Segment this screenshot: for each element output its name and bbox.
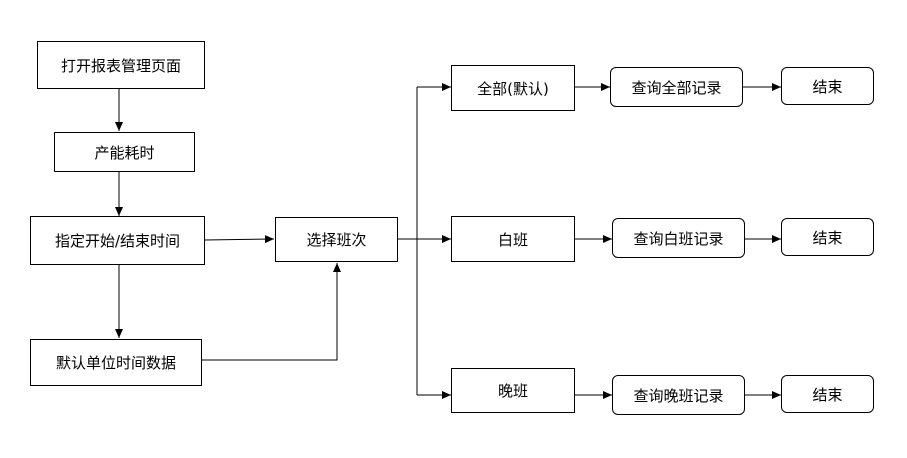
node-capacity-time: 产能耗时 [54, 132, 195, 172]
node-day-shift: 白班 [451, 216, 575, 262]
node-end-all: 结束 [781, 67, 874, 105]
node-default-unit-data: 默认单位时间数据 [30, 339, 202, 386]
arrow-timerange-to-shift [204, 235, 275, 244]
node-set-time-range: 指定开始/结束时间 [30, 216, 205, 265]
node-select-shift: 选择班次 [275, 217, 398, 262]
node-query-day: 查询白班记录 [612, 218, 745, 258]
arrow-default-to-shift [202, 263, 341, 361]
node-end-day: 结束 [781, 218, 874, 256]
node-night-shift: 晚班 [451, 368, 575, 413]
node-open-report: 打开报表管理页面 [37, 41, 205, 89]
node-all-default: 全部(默认) [451, 65, 575, 111]
node-end-night: 结束 [781, 375, 874, 413]
node-query-night: 查询晚班记录 [612, 375, 745, 415]
node-query-all: 查询全部记录 [610, 67, 743, 107]
